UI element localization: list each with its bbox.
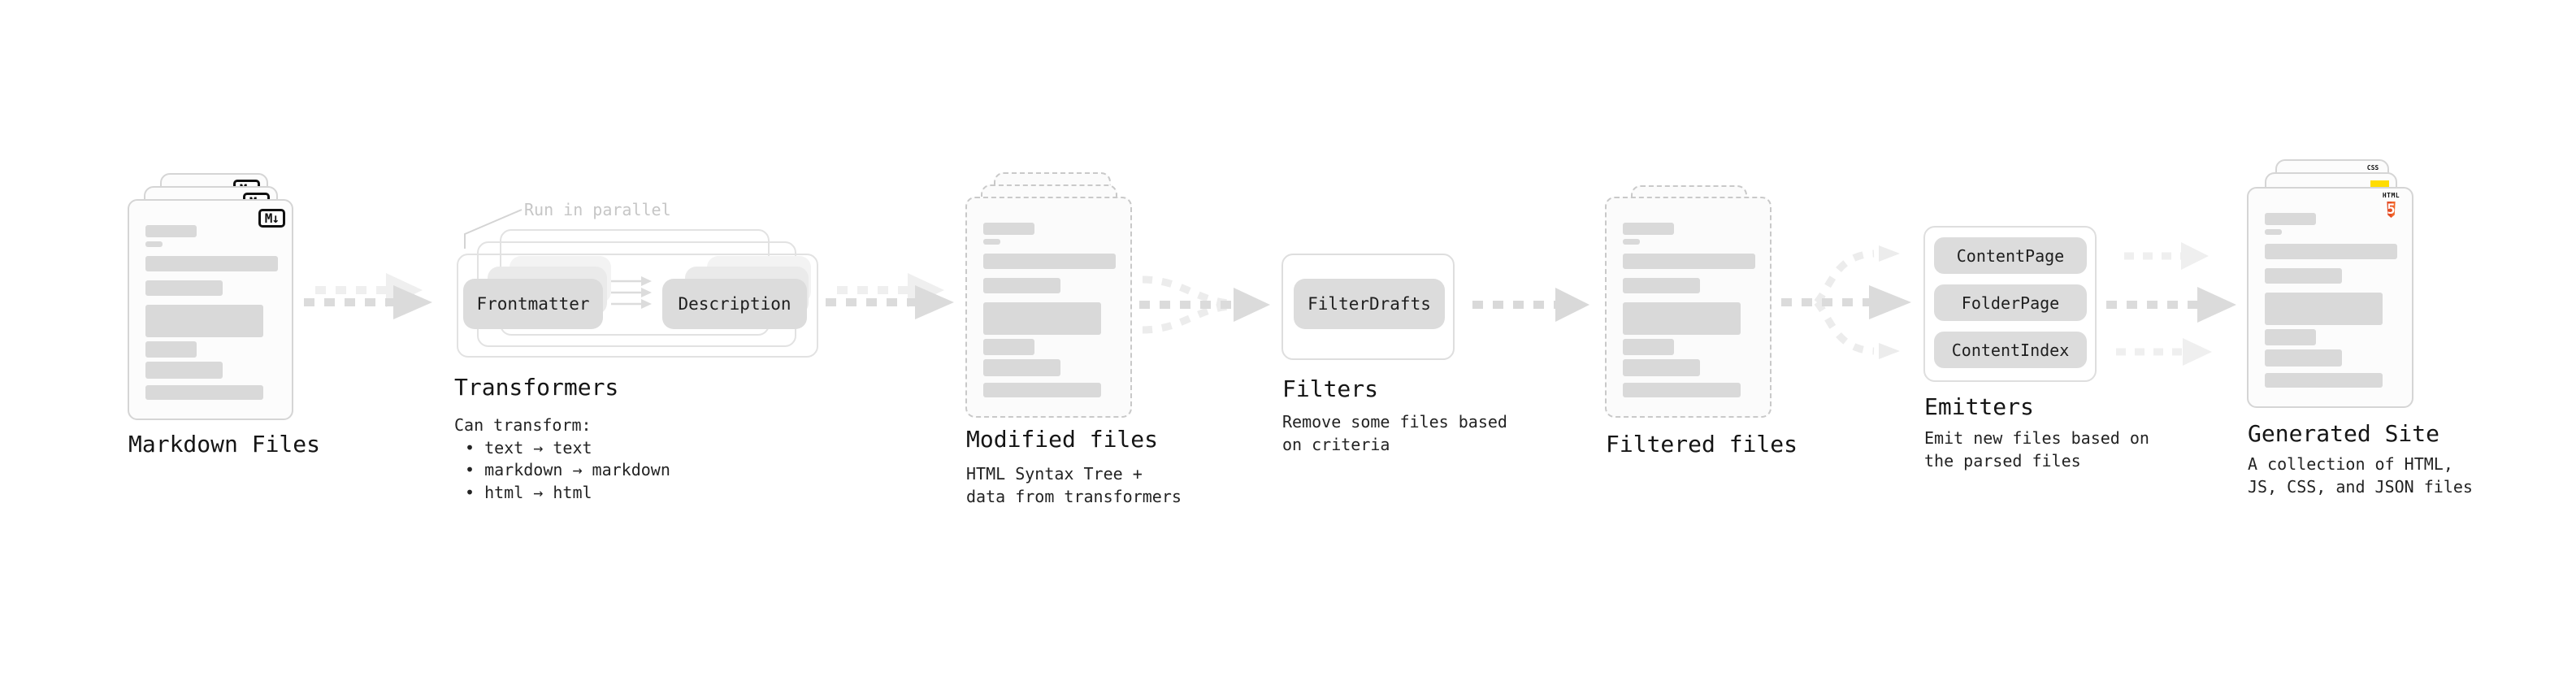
placeholder-bar xyxy=(145,305,263,337)
placeholder-bar xyxy=(983,278,1060,293)
emitters-notes: Emit new files based on the parsed files xyxy=(1924,427,2149,472)
generated-site-notes: A collection of HTML, JS, CSS, and JSON … xyxy=(2248,453,2473,498)
placeholder-bar xyxy=(2265,293,2383,325)
placeholder-bar xyxy=(145,341,197,358)
stage-label-modified-files: Modified files xyxy=(966,426,1159,453)
transform-arrow-icon xyxy=(611,299,652,309)
placeholder-bar xyxy=(145,280,223,296)
placeholder-bar xyxy=(145,385,263,400)
placeholder-bar xyxy=(2265,213,2316,225)
placeholder-bar xyxy=(145,225,197,237)
file-content-placeholder xyxy=(1607,198,1770,416)
stage-title-filters: Filters xyxy=(1282,375,1379,402)
placeholder-bar xyxy=(983,359,1060,376)
pill-contentindex: ContentIndex xyxy=(1934,332,2087,368)
filters-notes: Remove some files based on criteria xyxy=(1282,411,1507,456)
transformers-notes: Can transform: • text → text • markdown … xyxy=(454,414,670,504)
parallel-callout-line-icon xyxy=(464,209,523,249)
note-line: • markdown → markdown xyxy=(465,460,670,479)
file-card-front: HTML 5 xyxy=(2247,187,2413,408)
placeholder-bar xyxy=(983,223,1034,235)
arrow-modified-to-filters-icon xyxy=(1139,275,1270,334)
html5-icon: HTML 5 xyxy=(2380,192,2402,220)
placeholder-bar xyxy=(2265,229,2282,235)
arrow-emit-middle-icon xyxy=(2106,287,2236,323)
pill-description: Description xyxy=(662,279,807,329)
placeholder-bar xyxy=(1623,278,1700,293)
placeholder-bar xyxy=(145,362,223,379)
placeholder-bar xyxy=(983,339,1034,355)
note-line: • html → html xyxy=(465,482,592,502)
markdown-icon: M↓ xyxy=(258,209,285,228)
file-content-placeholder xyxy=(2249,189,2412,406)
placeholder-bar xyxy=(983,383,1101,397)
stage-title-emitters: Emitters xyxy=(1924,393,2034,420)
html5-icon-label: HTML xyxy=(2382,192,2400,199)
parallel-callout-label: Run in parallel xyxy=(524,200,671,219)
transform-arrow-icon xyxy=(611,288,652,297)
file-content-placeholder xyxy=(129,201,292,419)
note-line: the parsed files xyxy=(1924,450,2081,471)
stage-label-markdown-files: Markdown Files xyxy=(128,431,321,458)
placeholder-bar xyxy=(1623,223,1674,235)
arrow-transformers-to-modified-icon xyxy=(826,273,954,319)
arrow-emit-top-icon xyxy=(2124,242,2209,270)
placeholder-bar xyxy=(1623,254,1755,269)
file-card-front: M↓ xyxy=(128,199,293,420)
note-line: • text → text xyxy=(465,437,592,458)
arrow-filtered-to-emitters-icon xyxy=(1781,245,1911,359)
arrow-markdown-to-transformers-icon xyxy=(304,273,432,319)
note-line: Can transform: xyxy=(454,415,592,435)
note-line: on criteria xyxy=(1282,434,1390,454)
placeholder-bar xyxy=(145,256,278,271)
note-line: Emit new files based on xyxy=(1924,428,2149,448)
html5-icon-shield: 5 xyxy=(2387,202,2396,218)
note-line: Remove some files based xyxy=(1282,412,1507,432)
placeholder-bar xyxy=(2265,373,2383,388)
transform-arrow-icon xyxy=(611,276,652,286)
note-line: A collection of HTML, xyxy=(2248,454,2453,474)
note-line: JS, CSS, and JSON files xyxy=(2248,476,2473,497)
placeholder-bar xyxy=(983,239,1000,245)
placeholder-bar xyxy=(2265,268,2342,284)
note-line: data from transformers xyxy=(966,486,1182,506)
stage-label-filtered-files: Filtered files xyxy=(1606,431,1798,458)
placeholder-bar xyxy=(2265,329,2316,345)
placeholder-bar xyxy=(1623,359,1700,376)
placeholder-bar xyxy=(983,302,1101,335)
stage-label-generated-site: Generated Site xyxy=(2248,420,2440,447)
placeholder-bar xyxy=(983,254,1116,269)
placeholder-bar xyxy=(2265,244,2397,259)
pill-contentpage: ContentPage xyxy=(1934,237,2087,274)
arrow-emit-bottom-icon xyxy=(2116,338,2212,366)
stage-title-transformers: Transformers xyxy=(454,374,619,401)
note-line: HTML Syntax Tree + xyxy=(966,464,1143,484)
pill-folderpage: FolderPage xyxy=(1934,284,2087,321)
pill-frontmatter: Frontmatter xyxy=(463,279,603,329)
placeholder-bar xyxy=(1623,239,1640,245)
modified-files-notes: HTML Syntax Tree + data from transformer… xyxy=(966,463,1182,508)
css-icon-label: CSS xyxy=(2366,164,2379,171)
file-content-placeholder xyxy=(967,198,1130,416)
placeholder-bar xyxy=(2265,349,2342,367)
arrow-filters-to-filtered-icon xyxy=(1472,288,1589,322)
placeholder-bar xyxy=(1623,339,1674,355)
pill-filterdrafts: FilterDrafts xyxy=(1294,279,1445,329)
file-card-front xyxy=(1605,197,1772,418)
transformer-group-box-front xyxy=(457,254,818,358)
placeholder-bar xyxy=(1623,383,1741,397)
placeholder-bar xyxy=(1623,302,1741,335)
placeholder-bar xyxy=(145,241,163,247)
file-card-front xyxy=(965,197,1132,418)
